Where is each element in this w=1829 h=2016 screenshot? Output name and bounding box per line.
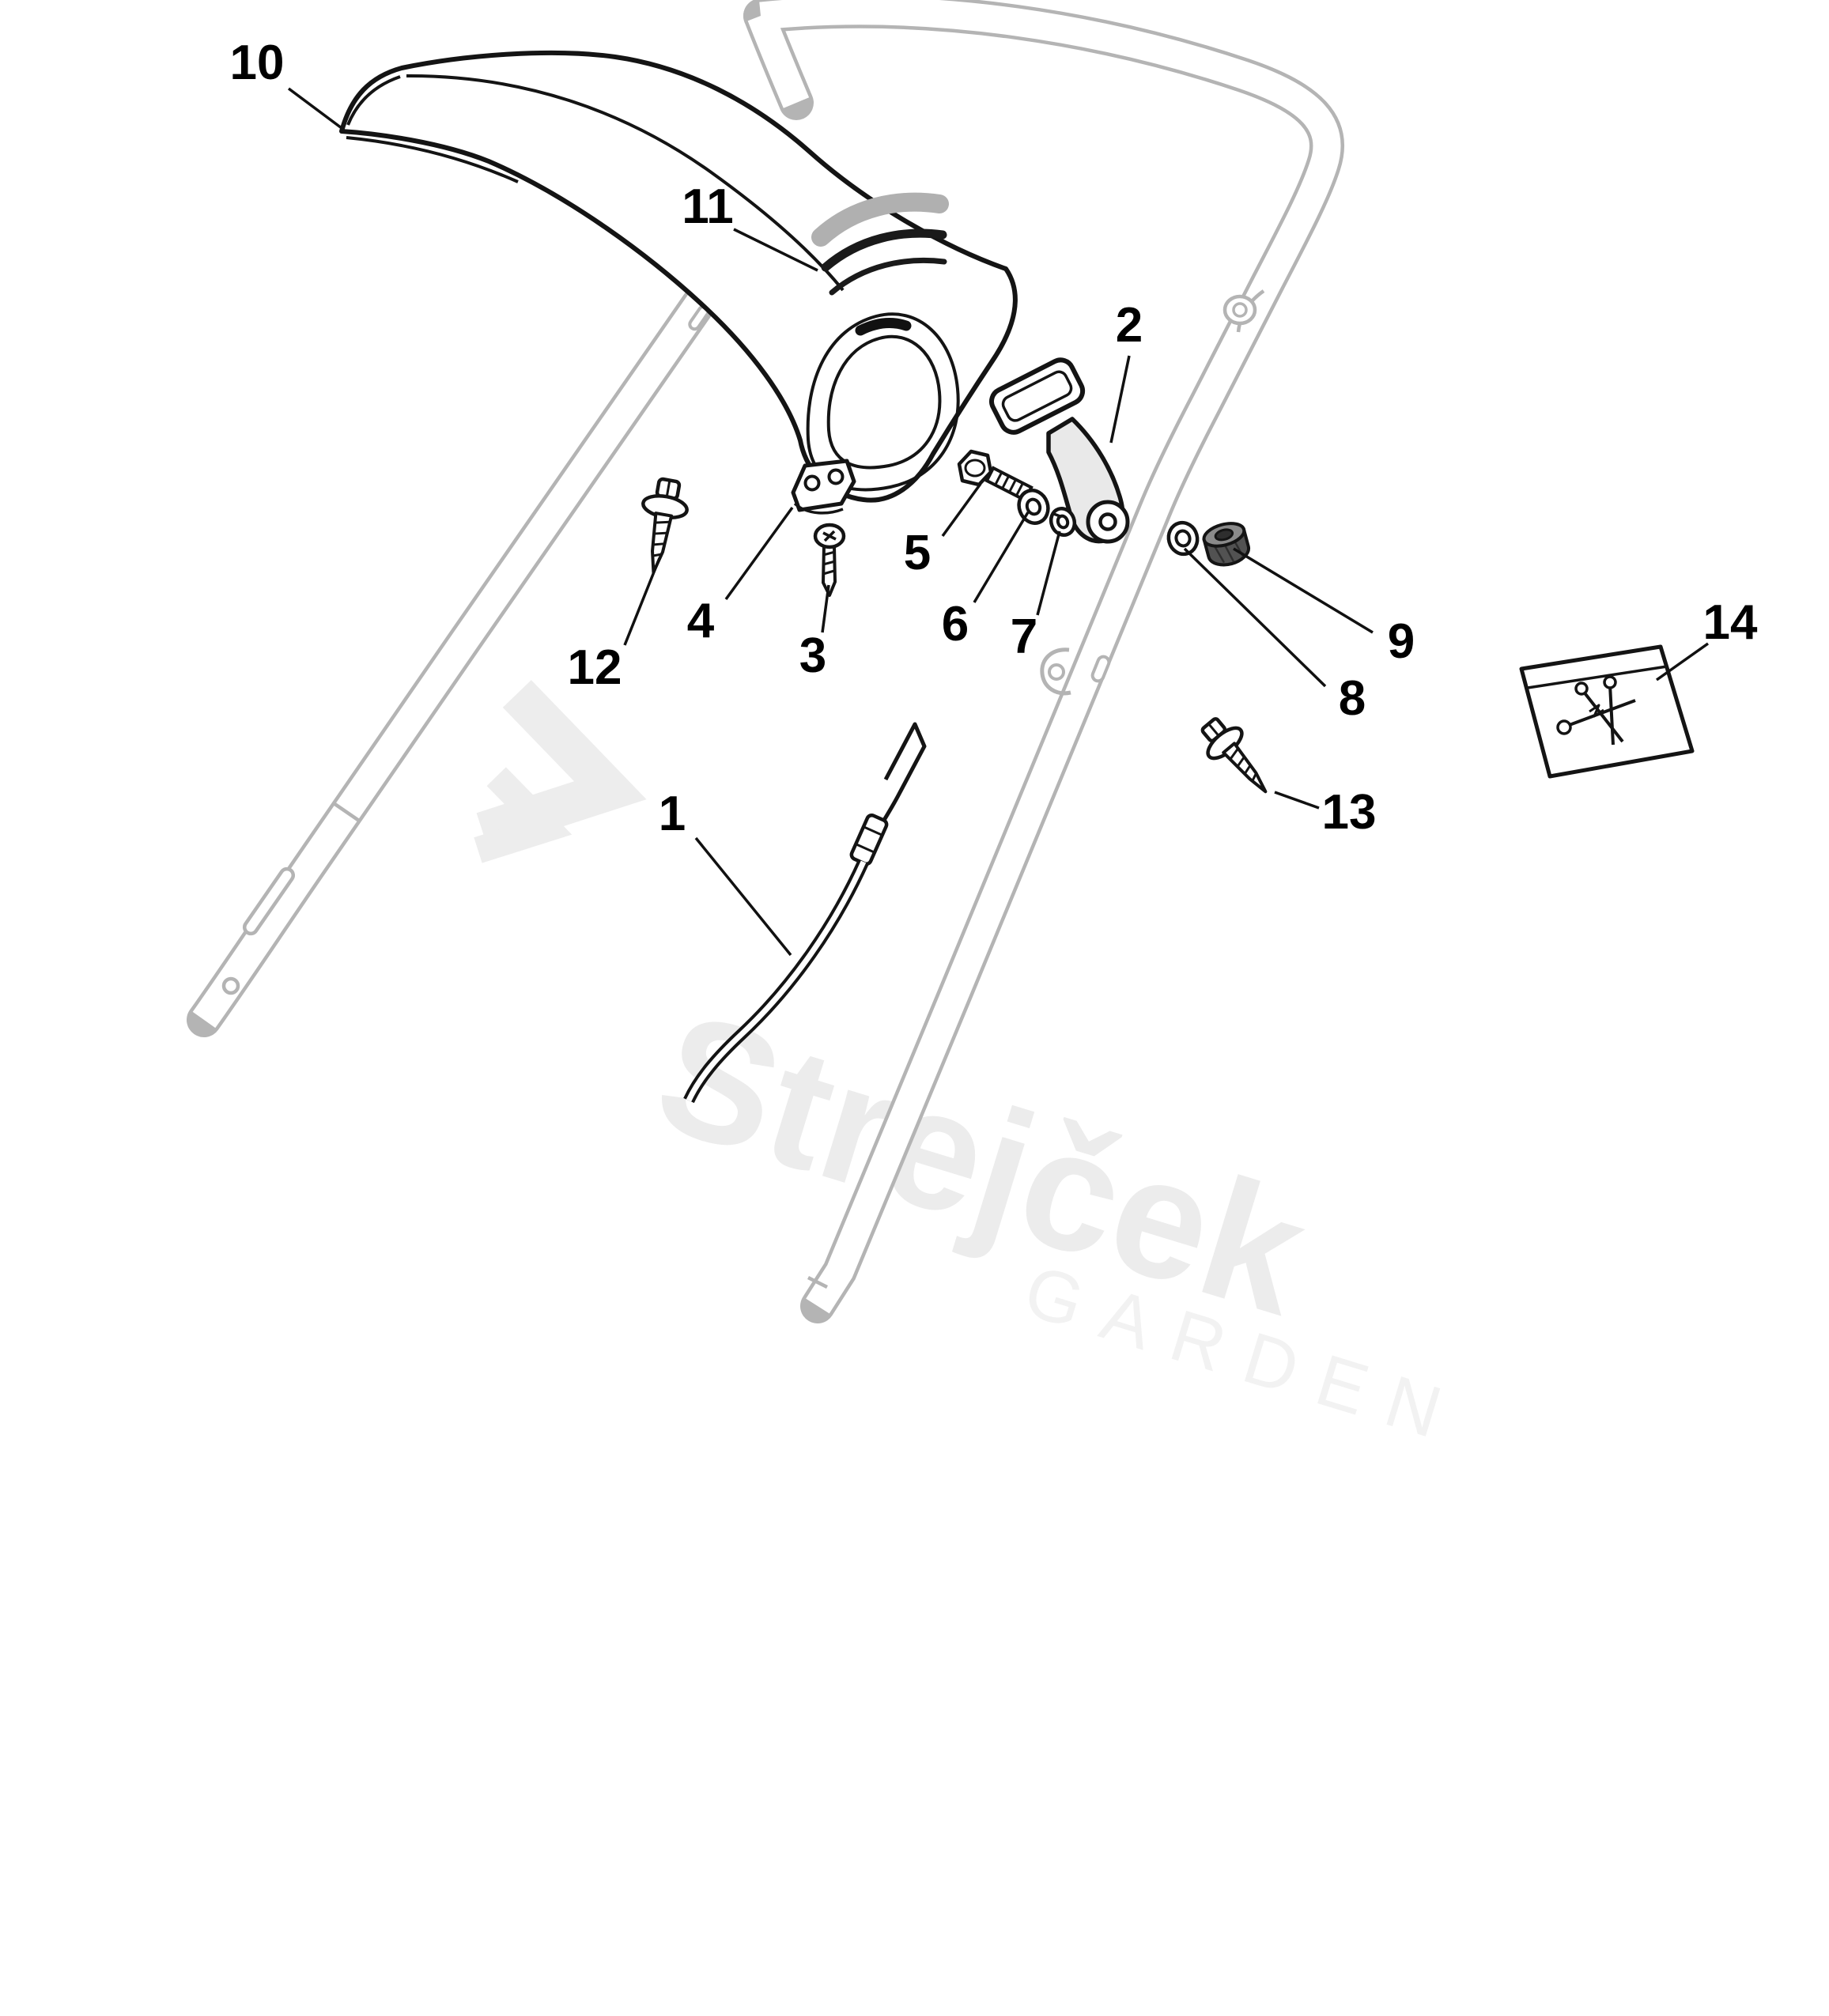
throttle-cable: [683, 722, 927, 1104]
part-label-4[interactable]: 4: [686, 594, 715, 648]
part-label-10[interactable]: 10: [229, 36, 285, 90]
leader-line-11: [733, 228, 818, 272]
leader-lines: [287, 87, 1710, 957]
part-label-6[interactable]: 6: [941, 597, 969, 651]
part-label-14[interactable]: 14: [1702, 595, 1758, 650]
leader-line-8: [1183, 547, 1327, 688]
tapping-screw-left: [641, 477, 689, 574]
right-tube-end-notch: [807, 1275, 829, 1289]
console-dome-inner-outline: [826, 334, 942, 470]
part-label-5[interactable]: 5: [903, 526, 932, 580]
handlebar-joint-knob: [1222, 289, 1265, 333]
console-decal: [811, 192, 949, 296]
console-lip-line: [346, 75, 401, 126]
leader-line-9: [1233, 547, 1374, 634]
leader-line-14: [1655, 642, 1710, 681]
part-label-11[interactable]: 11: [682, 179, 734, 234]
watermark-logo-icon: [474, 680, 647, 863]
part-label-8[interactable]: 8: [1338, 671, 1366, 726]
part-label-2[interactable]: 2: [1115, 298, 1143, 353]
cable-bracket: [791, 459, 856, 515]
throttle-lever: [989, 357, 1130, 544]
part-label-13[interactable]: 13: [1321, 785, 1377, 840]
part-label-3[interactable]: 3: [799, 629, 827, 683]
leader-line-12: [623, 557, 661, 646]
leader-line-5: [941, 482, 982, 538]
leader-line-10: [287, 87, 343, 130]
flat-washer-right: [1166, 520, 1200, 557]
bag-screws-sketch: [1556, 675, 1636, 746]
tapping-screw-right: [1200, 717, 1268, 794]
flange-nut: [1202, 522, 1251, 567]
leader-line-1: [694, 836, 792, 957]
console-dome-outline: [806, 312, 960, 492]
leader-line-7: [1036, 530, 1061, 616]
left-tube-end-details: [221, 802, 361, 995]
console-rim-line: [346, 136, 519, 183]
part-label-12[interactable]: 12: [567, 640, 622, 695]
leader-line-2: [1109, 355, 1131, 444]
hex-bolt: [957, 449, 1034, 503]
hardware-bag: [1519, 644, 1695, 779]
console-lever-slot: [855, 318, 912, 336]
cable-clip: [1040, 647, 1111, 696]
part-label-9[interactable]: 9: [1387, 614, 1415, 669]
leader-line-13: [1274, 791, 1320, 810]
handle-console-cover: [339, 50, 1018, 503]
part-label-1[interactable]: 1: [658, 787, 686, 841]
pan-head-screw: [813, 523, 846, 597]
leader-line-3: [821, 584, 830, 633]
leader-line-6: [973, 512, 1030, 603]
cable-adjuster: [849, 813, 889, 866]
console-crease-line: [406, 74, 845, 292]
part-label-7[interactable]: 7: [1010, 610, 1038, 664]
handlebar-tubes: [187, 0, 1344, 1323]
spring-washer: [1049, 507, 1077, 537]
leader-line-4: [724, 506, 794, 601]
